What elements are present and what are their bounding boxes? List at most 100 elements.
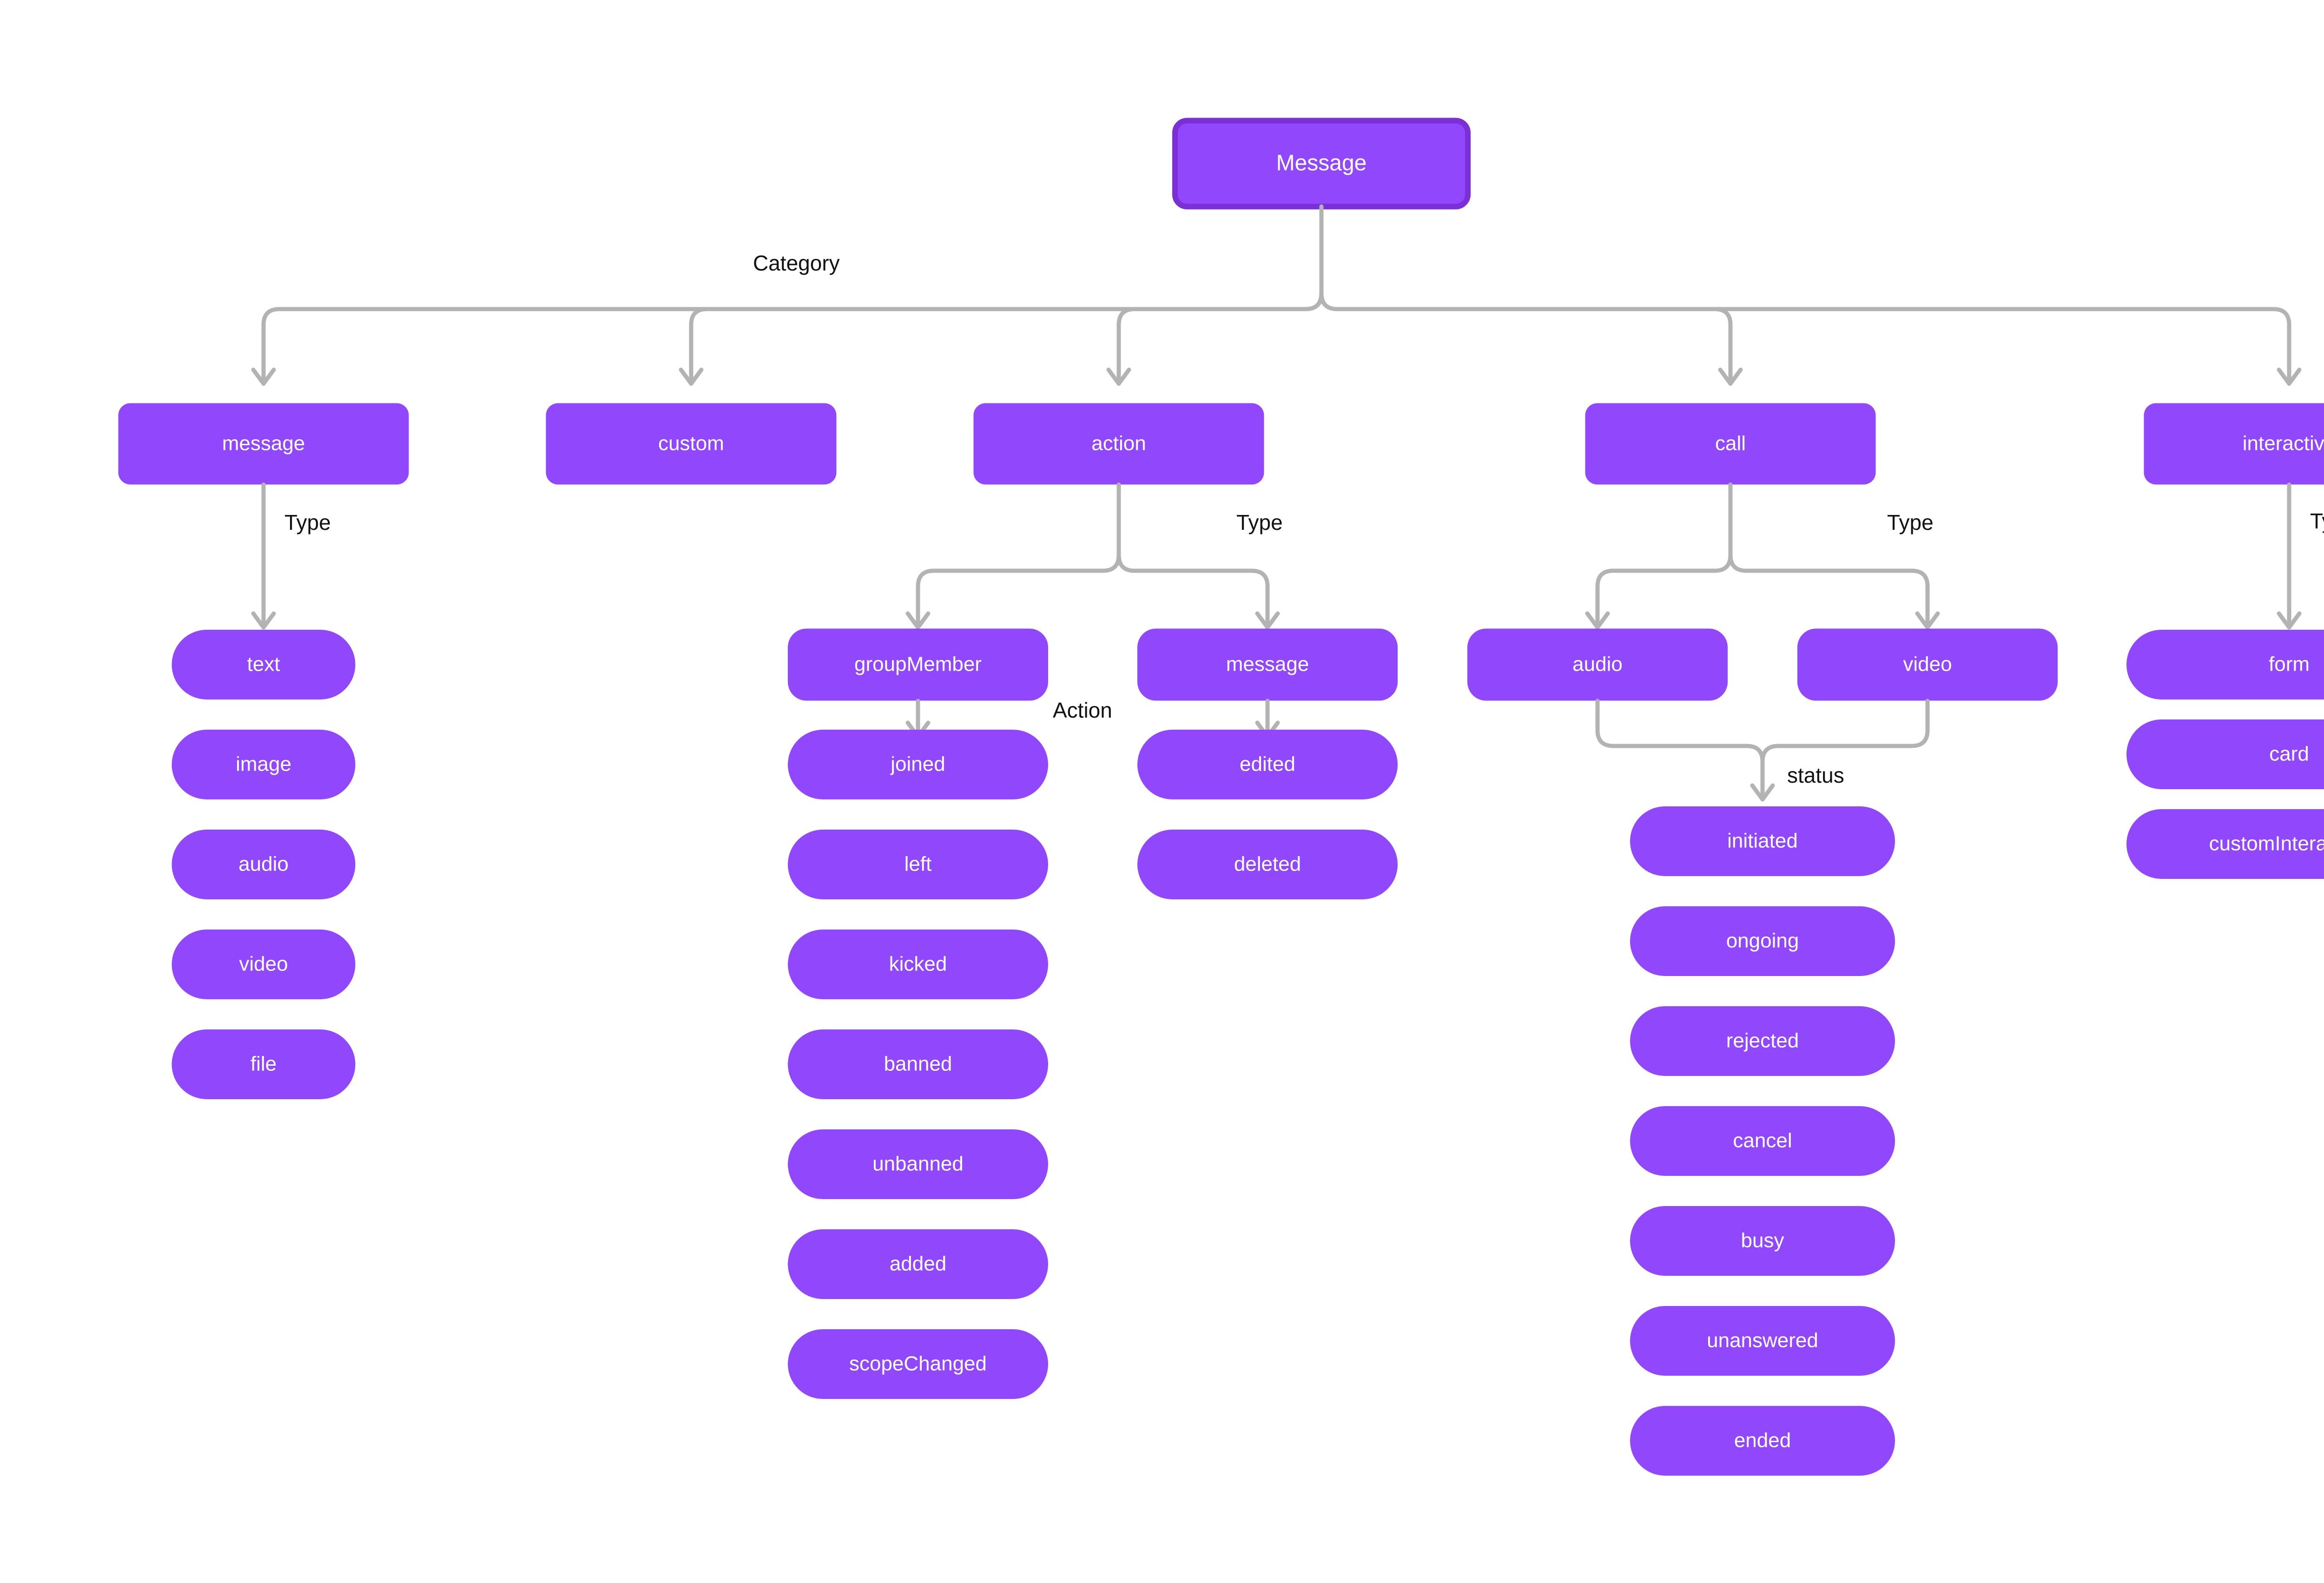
node-category-interactive[interactable]: interactive	[2144, 403, 2324, 485]
node-call-status-ongoing[interactable]: ongoing	[1630, 906, 1895, 976]
node-message-type-image-shape	[172, 730, 356, 799]
node-interactive-type-customInteractive-label: customInteractive	[2209, 832, 2324, 855]
node-call-type-video-shape	[1797, 628, 2058, 701]
node-interactive-type-card[interactable]: card	[2126, 719, 2324, 789]
node-action-groupmember-kicked-shape	[788, 930, 1048, 999]
node-call-type-video-label: video	[1903, 653, 1952, 676]
edge-label-type-message: Type	[284, 510, 331, 534]
node-message-type-file[interactable]: file	[172, 1029, 356, 1099]
node-action-groupmember-joined-label: joined	[890, 753, 945, 776]
node-action-type-groupmember[interactable]: groupMember	[788, 628, 1048, 701]
node-call-status-rejected-shape	[1630, 1006, 1895, 1076]
node-message-type-video-label: video	[239, 953, 288, 976]
node-message-type-file-shape	[172, 1029, 356, 1099]
node-action-type-message-label: message	[1226, 653, 1309, 676]
node-action-groupmember-unbanned[interactable]: unbanned	[788, 1129, 1048, 1199]
node-action-groupmember-scopeChanged-label: scopeChanged	[849, 1352, 987, 1375]
node-call-status-initiated-shape	[1630, 806, 1895, 876]
node-message-type-image-label: image	[236, 753, 291, 776]
node-category-interactive-shape	[2144, 403, 2324, 485]
edge-merge	[1760, 699, 1930, 764]
edge-merge	[1595, 699, 1765, 764]
node-call-status-cancel-label: cancel	[1733, 1129, 1792, 1152]
node-call-status-cancel[interactable]: cancel	[1630, 1106, 1895, 1176]
edge-elbow	[1116, 204, 1324, 386]
node-call-status-initiated-label: initiated	[1727, 830, 1798, 852]
node-action-message-edited-label: edited	[1240, 753, 1295, 776]
edge-label-type-action: Type	[1236, 510, 1283, 534]
arrowhead-icon	[1585, 611, 1610, 630]
node-action-groupmember-kicked[interactable]: kicked	[788, 930, 1048, 999]
edge-elbow	[689, 204, 1324, 386]
node-message-type-audio-label: audio	[238, 853, 289, 876]
node-call-status-ongoing-shape	[1630, 906, 1895, 976]
node-call-type-video[interactable]: video	[1797, 628, 2058, 701]
node-category-action[interactable]: action	[973, 403, 1264, 485]
node-category-message-label: message	[222, 432, 305, 455]
node-category-call[interactable]: call	[1585, 403, 1876, 485]
arrowhead-icon	[679, 368, 704, 386]
node-call-status-busy[interactable]: busy	[1630, 1206, 1895, 1276]
node-category-custom-label: custom	[658, 432, 724, 455]
node-action-message-deleted-shape	[1137, 830, 1398, 899]
node-interactive-type-form-shape	[2126, 630, 2324, 699]
node-call-type-audio-shape	[1467, 628, 1728, 701]
node-call-status-rejected[interactable]: rejected	[1630, 1006, 1895, 1076]
arrowhead-icon	[905, 611, 931, 630]
edge-elbow	[1319, 204, 1733, 386]
edge-label-category: Category	[753, 251, 840, 275]
node-call-status-cancel-shape	[1630, 1106, 1895, 1176]
node-action-type-message[interactable]: message	[1137, 628, 1398, 701]
edge-elbow	[1116, 546, 1270, 630]
node-interactive-type-customInteractive[interactable]: customInteractive	[2126, 809, 2324, 879]
node-call-status-busy-shape	[1630, 1206, 1895, 1276]
node-action-groupmember-scopeChanged-shape	[788, 1329, 1048, 1399]
edge-elbow	[1728, 546, 1930, 630]
node-action-message-edited[interactable]: edited	[1137, 730, 1398, 799]
node-action-groupmember-scopeChanged[interactable]: scopeChanged	[788, 1329, 1048, 1399]
node-action-groupmember-banned-label: banned	[884, 1053, 952, 1075]
node-message-type-text[interactable]: text	[172, 630, 356, 699]
node-call-status-ended-label: ended	[1734, 1429, 1791, 1452]
arrowhead-icon	[1750, 783, 1775, 802]
edge-elbow	[1595, 546, 1733, 630]
node-action-message-deleted[interactable]: deleted	[1137, 830, 1398, 899]
node-action-message-edited-shape	[1137, 730, 1398, 799]
node-category-custom-shape	[546, 403, 837, 485]
node-call-type-audio[interactable]: audio	[1467, 628, 1728, 701]
node-message-type-image[interactable]: image	[172, 730, 356, 799]
node-action-groupmember-left-shape	[788, 830, 1048, 899]
arrowhead-icon	[2277, 611, 2302, 630]
node-call-status-rejected-label: rejected	[1726, 1029, 1799, 1052]
node-interactive-type-form[interactable]: form	[2126, 630, 2324, 699]
node-message-type-video[interactable]: video	[172, 930, 356, 999]
edge-label-action: Action	[1053, 698, 1112, 722]
node-category-message[interactable]: message	[118, 403, 409, 485]
node-call-status-initiated[interactable]: initiated	[1630, 806, 1895, 876]
node-message-type-text-label: text	[247, 653, 280, 676]
node-category-call-shape	[1585, 403, 1876, 485]
node-message-type-audio-shape	[172, 830, 356, 899]
node-call-status-busy-label: busy	[1741, 1229, 1784, 1252]
node-category-interactive-label: interactive	[2243, 432, 2324, 455]
node-call-status-unanswered[interactable]: unanswered	[1630, 1306, 1895, 1376]
node-category-action-shape	[973, 403, 1264, 485]
node-message-type-audio[interactable]: audio	[172, 830, 356, 899]
node-call-status-unanswered-shape	[1630, 1306, 1895, 1376]
node-action-groupmember-kicked-label: kicked	[889, 953, 947, 976]
node-action-groupmember-banned[interactable]: banned	[788, 1029, 1048, 1099]
node-action-groupmember-added-label: added	[890, 1253, 946, 1275]
arrowhead-icon	[1106, 368, 1131, 386]
arrowhead-icon	[251, 368, 276, 386]
node-interactive-type-card-shape	[2126, 719, 2324, 789]
node-action-groupmember-left[interactable]: left	[788, 830, 1048, 899]
node-action-groupmember-joined[interactable]: joined	[788, 730, 1048, 799]
node-category-custom[interactable]: custom	[546, 403, 837, 485]
edge-elbow	[261, 204, 1324, 386]
node-action-groupmember-added-shape	[788, 1229, 1048, 1299]
node-call-status-ended[interactable]: ended	[1630, 1406, 1895, 1476]
node-action-type-groupmember-shape	[788, 628, 1048, 701]
node-action-groupmember-added[interactable]: added	[788, 1229, 1048, 1299]
node-message-root[interactable]: Message	[1172, 118, 1471, 210]
